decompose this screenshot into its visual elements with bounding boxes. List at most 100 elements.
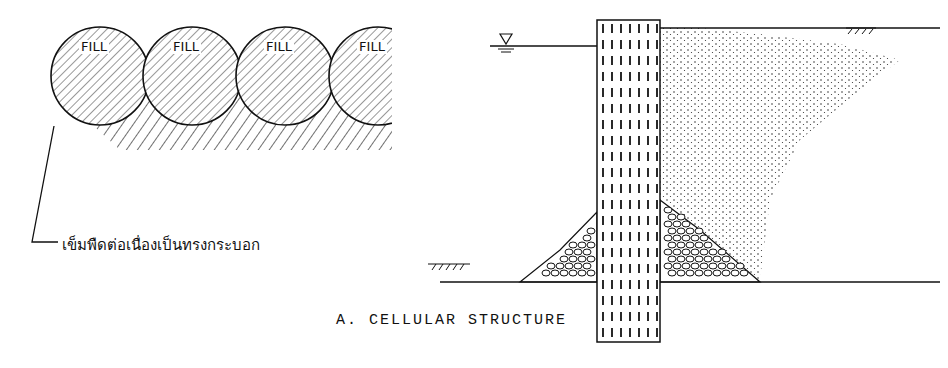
fill-cell: FILL [235,26,335,126]
stone [587,256,595,262]
stone [713,256,721,262]
stone [722,270,730,276]
cell-wall [597,20,660,342]
stone [713,270,721,276]
stone [709,263,717,269]
stone [547,263,555,269]
seabed-line [440,281,597,282]
stone [578,256,586,262]
figure-caption: A. CELLULAR STRUCTURE [336,312,567,329]
plan-view: FILL FILL FILL FILL [0,0,392,200]
stone [574,249,582,255]
stone [682,235,690,241]
stone [560,256,568,262]
stone [668,270,676,276]
stone [677,228,685,234]
rock-berm [520,212,597,282]
ground-symbol [846,28,876,34]
stone [664,235,672,241]
stone [673,249,681,255]
stone [556,263,564,269]
stone [677,242,685,248]
leader-line [32,126,58,242]
stone [583,235,591,241]
stone [727,263,735,269]
fill-cell: FILL [142,26,242,126]
water-line [490,45,597,46]
stone [704,256,712,262]
stone [569,242,577,248]
stone [731,270,739,276]
stone [565,249,573,255]
stone [686,256,694,262]
leader-label: เข็มพืดต่อเนื่องเป็นทรงกระบอก [62,233,260,257]
stone [578,270,586,276]
stone [682,221,690,227]
stone [695,256,703,262]
stone [542,270,550,276]
stone [587,270,595,276]
stone [709,249,717,255]
fill-cell: FILL [328,26,392,126]
cell-label: FILL [264,40,294,54]
stone [560,270,568,276]
stone [677,256,685,262]
stone [587,242,595,248]
stone [718,263,726,269]
fill-cell: FILL [50,26,150,126]
stone [664,249,672,255]
stone [574,263,582,269]
stone [740,270,748,276]
water-symbol [500,34,512,44]
stone [673,221,681,227]
stone [551,270,559,276]
stone [668,214,676,220]
stone [700,249,708,255]
stone [569,270,577,276]
cell-label: FILL [79,40,109,54]
stone [673,235,681,241]
stone [691,235,699,241]
stone [718,249,726,255]
stone [686,228,694,234]
stone [695,270,703,276]
rock-berm [660,200,760,282]
stone [722,256,730,262]
cell-label: FILL [357,40,387,54]
stone [583,263,591,269]
stone [691,249,699,255]
stone [691,263,699,269]
stone [668,228,676,234]
stone [695,242,703,248]
stone [673,263,681,269]
stone [664,221,672,227]
stone [686,270,694,276]
stone [664,207,672,213]
stone [700,235,708,241]
stone [668,242,676,248]
stone [565,263,573,269]
stone [677,214,685,220]
stone [695,228,703,234]
cell-label: FILL [171,40,201,54]
stone [578,242,586,248]
stone [569,256,577,262]
stone [704,242,712,248]
backfill [660,28,900,280]
stone [664,263,672,269]
cell-fill [599,22,658,340]
stone [682,263,690,269]
ground-symbol [428,264,470,270]
stone [700,263,708,269]
seabed-line [660,281,940,282]
stone [587,228,595,234]
stone [686,242,694,248]
stone [736,263,744,269]
stone [682,249,690,255]
stone [668,256,676,262]
stone [583,249,591,255]
stone [704,270,712,276]
stone [677,270,685,276]
ground-line [660,27,940,28]
